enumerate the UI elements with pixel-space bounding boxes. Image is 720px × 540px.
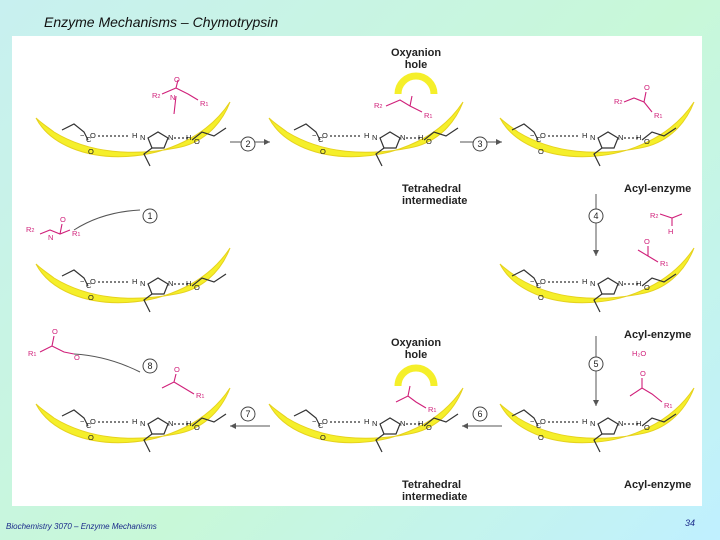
- enzyme-band-8: [499, 387, 695, 444]
- footer-text: Biochemistry 3070 – Enzyme Mechanisms: [6, 522, 157, 531]
- step-4: 4: [588, 208, 604, 224]
- tetrahedral-label-top-2: intermediate: [402, 195, 467, 207]
- step-2: 2: [240, 136, 256, 152]
- svg-text:6: 6: [477, 409, 482, 419]
- enzyme-band-1: [35, 101, 231, 158]
- svg-text:R1: R1: [72, 229, 80, 238]
- enzyme-band-3: [499, 101, 695, 158]
- svg-text:R1: R1: [424, 111, 432, 120]
- svg-text:R1: R1: [196, 391, 204, 400]
- svg-text:R1: R1: [664, 401, 672, 410]
- tetrahedral-label-bottom-2: intermediate: [402, 491, 467, 503]
- svg-text:R1: R1: [200, 99, 208, 108]
- slide-title: Enzyme Mechanisms – Chymotrypsin: [44, 14, 279, 30]
- svg-text:3: 3: [477, 139, 482, 149]
- oxyanion-label-top-2: hole: [405, 59, 428, 71]
- tetrahedral-label-top: Tetrahedral intermediate: [402, 183, 467, 207]
- water-label: H₂O: [632, 349, 646, 358]
- tetrahedral-label-top-1: Tetrahedral: [402, 183, 461, 195]
- enzyme-band-2: [268, 101, 464, 158]
- svg-text:4: 4: [593, 211, 598, 221]
- step-7: 7: [240, 406, 256, 422]
- enzyme-band-4: [35, 247, 231, 304]
- svg-text:5: 5: [593, 359, 598, 369]
- enzyme-band-5: [499, 247, 695, 304]
- svg-text:R1: R1: [28, 349, 36, 358]
- svg-text:1: 1: [147, 211, 152, 221]
- svg-text:O: O: [174, 75, 180, 84]
- step-markers: 1 2 3 4 5 6 7 8: [142, 136, 604, 422]
- step-8: 8: [142, 358, 158, 374]
- svg-text:O: O: [60, 215, 66, 224]
- svg-text:R1: R1: [654, 111, 662, 120]
- tetrahedral-label-bottom-1: Tetrahedral: [402, 479, 461, 491]
- svg-text:R2: R2: [650, 211, 658, 220]
- svg-text:R2: R2: [374, 101, 382, 110]
- svg-text:O: O: [640, 369, 646, 378]
- acyl-enzyme-label-3: Acyl-enzyme: [624, 479, 691, 491]
- svg-text:O: O: [644, 83, 650, 92]
- svg-text:R1: R1: [428, 405, 436, 414]
- oxyanion-label-bottom-2: hole: [405, 349, 428, 361]
- svg-text:N: N: [170, 93, 175, 102]
- oxyanion-hole-bottom: Oxyanion hole: [391, 337, 441, 387]
- svg-text:H: H: [668, 227, 673, 236]
- step-5: 5: [588, 356, 604, 372]
- tetrahedral-label-bottom: Tetrahedral intermediate: [402, 479, 467, 503]
- acyl-enzyme-label-2: Acyl-enzyme: [624, 329, 691, 341]
- svg-text:R1: R1: [660, 259, 668, 268]
- step-6: 6: [472, 406, 488, 422]
- oxyanion-hole-top: Oxyanion hole: [391, 47, 441, 95]
- svg-text:8: 8: [147, 361, 152, 371]
- enzyme-band-7: [268, 387, 464, 444]
- step-1: 1: [142, 208, 158, 224]
- svg-text:O: O: [52, 327, 58, 336]
- svg-text:O: O: [74, 353, 80, 362]
- page-number: 34: [685, 518, 696, 528]
- svg-text:O: O: [174, 365, 180, 374]
- oxyanion-label-bottom-1: Oxyanion: [391, 337, 441, 349]
- svg-text:R2: R2: [614, 97, 622, 106]
- svg-text:R2: R2: [152, 91, 160, 100]
- acyl-enzyme-label-1: Acyl-enzyme: [624, 183, 691, 195]
- svg-text:7: 7: [245, 409, 250, 419]
- svg-text:R2: R2: [26, 225, 34, 234]
- mechanism-figure: C O O − H N N H O Oxyanion hole Oxyanion…: [12, 36, 702, 506]
- svg-text:N: N: [48, 233, 53, 242]
- svg-text:O: O: [644, 237, 650, 246]
- svg-text:2: 2: [245, 139, 250, 149]
- step-3: 3: [472, 136, 488, 152]
- oxyanion-label-top-1: Oxyanion: [391, 47, 441, 59]
